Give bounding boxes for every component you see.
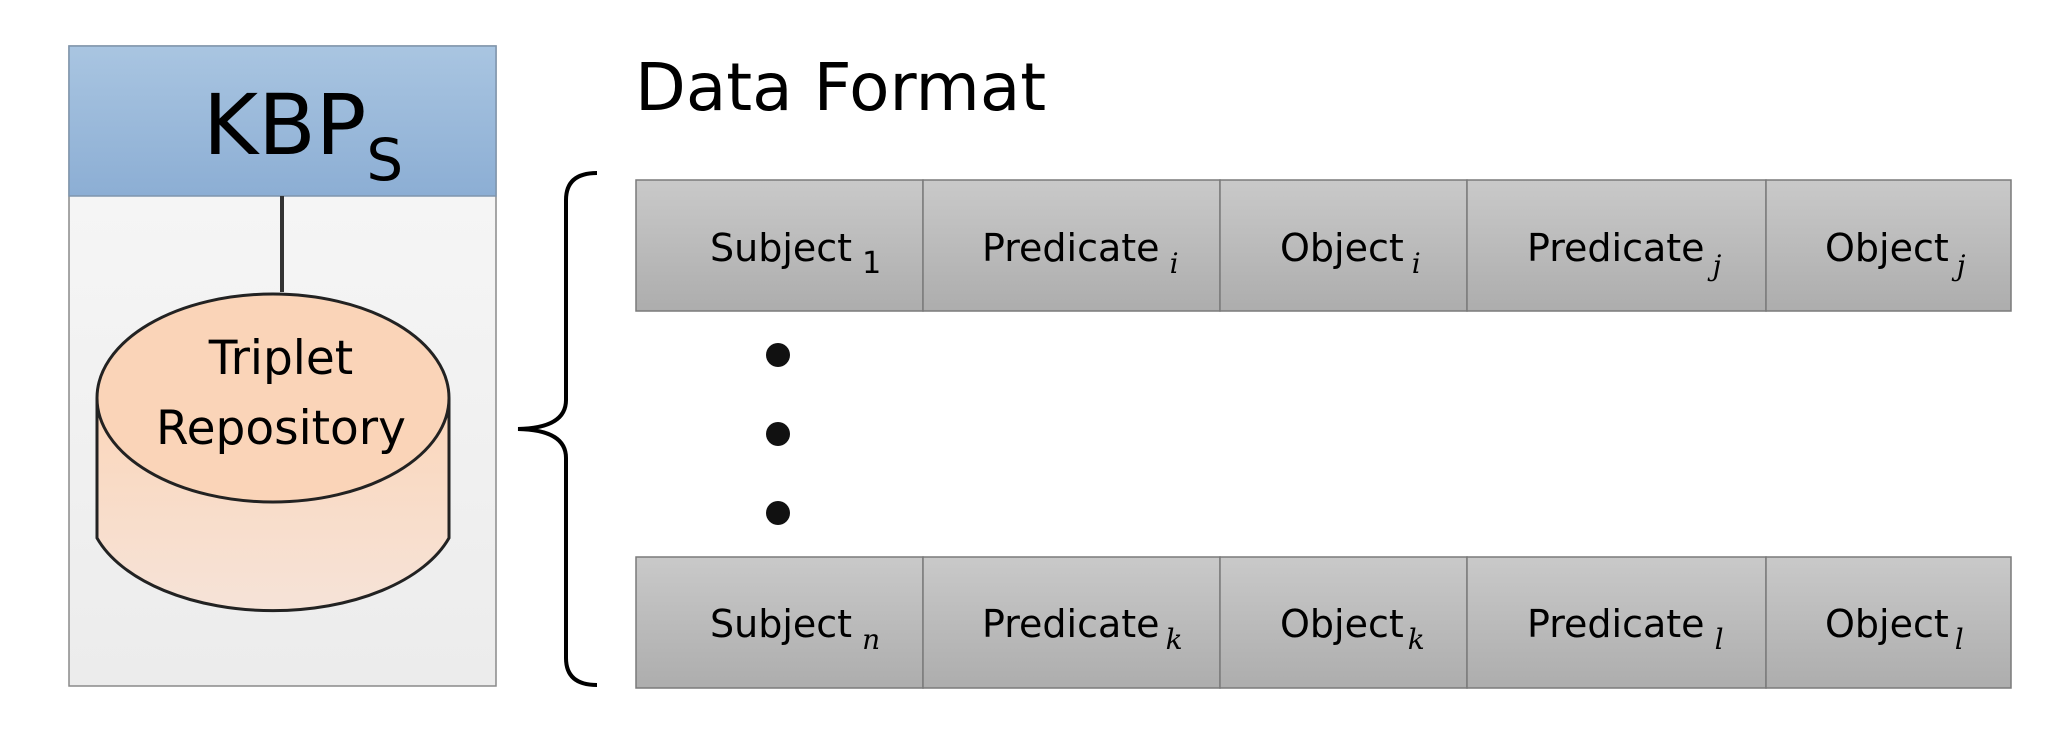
repository-label-line1: Triplet — [208, 331, 353, 386]
ellipsis-dot — [766, 422, 790, 446]
ellipsis-dot — [766, 501, 790, 525]
repository-label-line2: Repository — [156, 401, 406, 456]
triplet-repository-cylinder: Triplet Repository — [95, 292, 451, 613]
ellipsis-dots — [766, 343, 790, 525]
kbp-system-panel: KBPS Triplet Repository — [68, 45, 497, 687]
system-title: KBPS — [203, 76, 403, 194]
system-header-box — [68, 45, 497, 197]
curly-brace — [517, 171, 598, 687]
data-format-heading: Data Format — [635, 49, 1046, 126]
ellipsis-dot — [766, 343, 790, 367]
cylinder-top — [95, 292, 451, 504]
